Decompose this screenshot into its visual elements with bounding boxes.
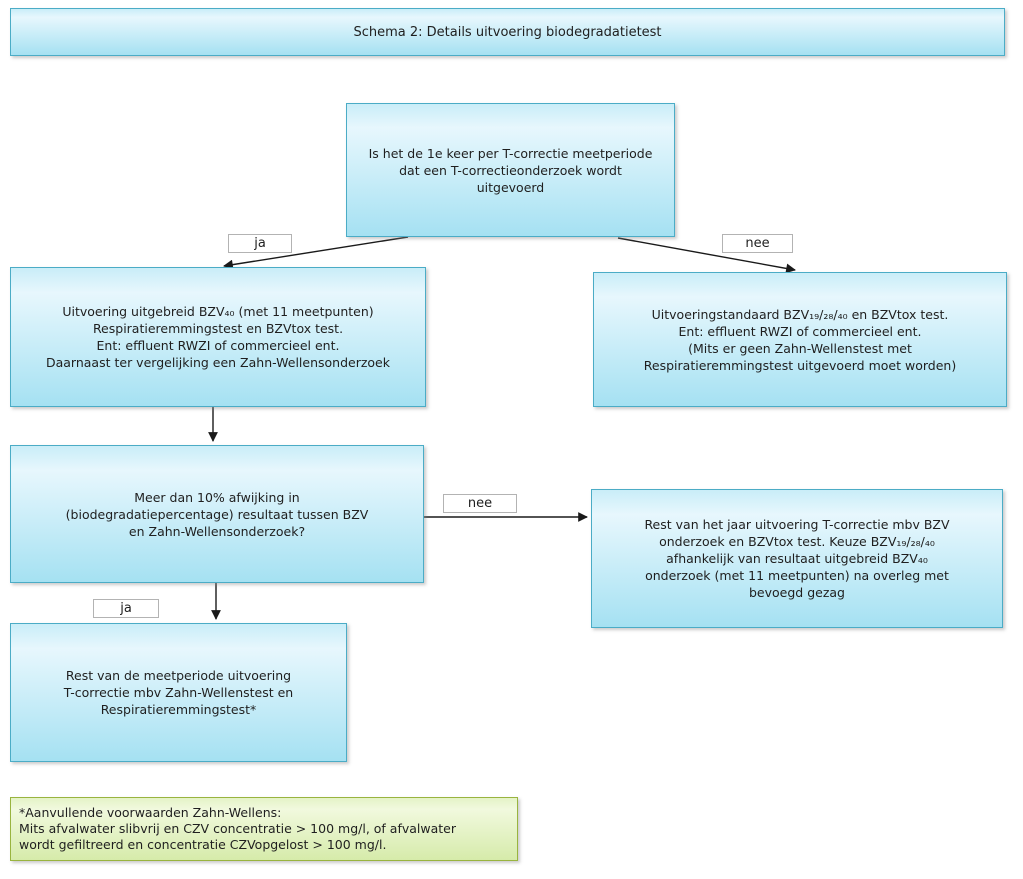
text-line: Uitvoering uitgebreid BZV₄₀ (met 11 meet…: [62, 304, 374, 319]
text-line: Ent: effluent RWZI of commercieel ent.: [96, 338, 340, 353]
text-line: uitgevoerd: [476, 179, 545, 195]
title-banner: Schema 2: Details uitvoering biodegradat…: [10, 8, 1005, 56]
text-line: Respiratieremmingstest uitgevoerd moet w…: [643, 357, 957, 373]
text-line: (Mits er geen Zahn-Wellenstest met: [688, 340, 912, 356]
text-line: dat een T-correctieonderzoek wordt: [399, 162, 622, 178]
node-afwijking-decision: Meer dan 10% afwijking in(biodegradatiep…: [10, 445, 424, 583]
branch-label-nee-top: nee: [722, 234, 793, 253]
text-line: Mits afvalwater slibvrij en CZV concentr…: [19, 821, 456, 836]
text-line: Rest van de meetperiode uitvoering: [65, 668, 292, 683]
text-line: Uitvoeringstandaard BZV₁₉/₂₈/₄₀ en BZVto…: [651, 306, 949, 322]
text-line: T-correctie mbv Zahn-Wellenstest en: [63, 685, 294, 700]
text-line: Respiratieremmingstest*: [100, 702, 257, 717]
branch-label-ja-top: ja: [228, 234, 292, 253]
text-line: Respiratieremmingstest en BZVtox test.: [92, 321, 344, 336]
footnote-zahn-wellens: *Aanvullende voorwaarden Zahn-Wellens:Mi…: [10, 797, 518, 861]
text-line: Rest van het jaar uitvoering T-correctie…: [644, 517, 950, 532]
text-line: onderzoek en BZVtox test. Keuze BZV₁₉/₂₈…: [659, 534, 935, 549]
node-rest-van-het-jaar: Rest van het jaar uitvoering T-correctie…: [591, 489, 1003, 628]
text-line: (biodegradatiepercentage) resultaat tuss…: [65, 506, 369, 522]
node-uitvoering-standaard: Uitvoeringstandaard BZV₁₉/₂₈/₄₀ en BZVto…: [593, 272, 1007, 407]
text-line: Meer dan 10% afwijking in: [134, 489, 300, 505]
branch-label-ja-middle: ja: [93, 599, 159, 618]
text-line: bevoegd gezag: [749, 585, 845, 600]
node-start-question: Is het de 1e keer per T-correctie meetpe…: [346, 103, 675, 237]
branch-label-nee-middle: nee: [443, 494, 517, 513]
text-line: en Zahn-Wellensonderzoek?: [128, 523, 306, 539]
text-line: Daarnaast ter vergelijking een Zahn-Well…: [45, 355, 390, 370]
text-line: afhankelijk van resultaat uitgebreid BZV…: [666, 551, 928, 566]
node-uitvoering-uitgebreid: Uitvoering uitgebreid BZV₄₀ (met 11 meet…: [10, 267, 426, 407]
text-line: onderzoek (met 11 meetpunten) na overleg…: [645, 568, 949, 583]
text-line: *Aanvullende voorwaarden Zahn-Wellens:: [19, 805, 282, 820]
page-title: Schema 2: Details uitvoering biodegradat…: [353, 24, 662, 40]
text-line: Ent: effluent RWZI of commercieel ent.: [678, 323, 922, 339]
text-line: Is het de 1e keer per T-correctie meetpe…: [368, 145, 653, 161]
text-line: wordt gefiltreerd en concentratie CZVopg…: [19, 837, 387, 852]
